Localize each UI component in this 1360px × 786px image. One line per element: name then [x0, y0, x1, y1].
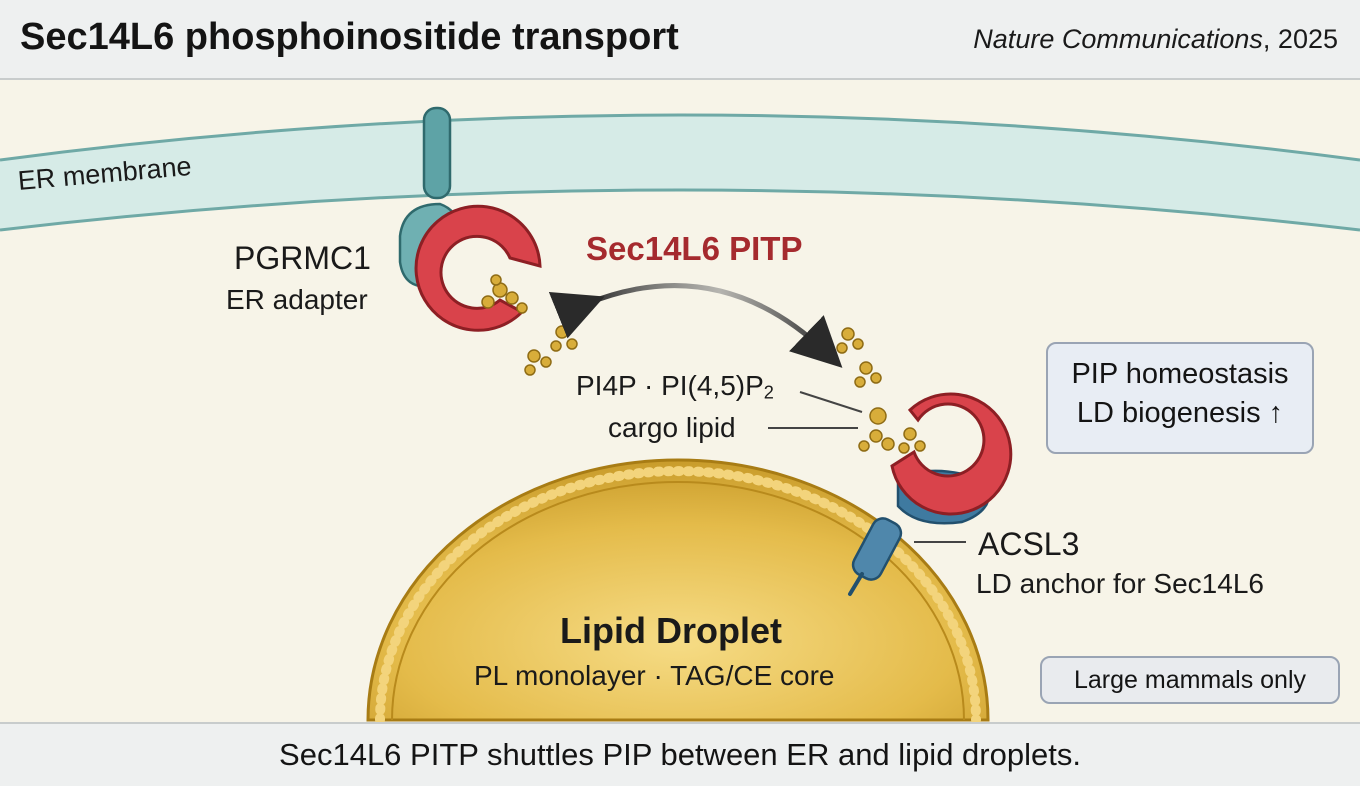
lipid-droplet: [366, 458, 990, 725]
cargo-species-label: PI4P · PI(4,5)P2: [576, 370, 774, 404]
sec14l6-pitp-er: [414, 204, 542, 332]
sec14l6-pitp-ld: [890, 392, 1013, 516]
shuttle-arrow: [548, 283, 843, 368]
pgrmc1-label: PGRMC1: [234, 240, 371, 276]
lipid-droplet-subtitle: PL monolayer · TAG/CE core: [474, 660, 835, 691]
outcome-box: PIP homeostasis LD biogenesis ↑: [1046, 342, 1314, 454]
er-membrane-outer-edge: [0, 113, 1360, 162]
publication-year: , 2025: [1262, 24, 1338, 54]
figure-title: Sec14L6 phosphoinositide transport: [20, 16, 679, 58]
cargo-species-text: PI4P · PI(4,5)P: [576, 370, 764, 401]
outcome-line-1: PIP homeostasis: [1071, 358, 1289, 390]
citation: Nature Communications, 2025: [973, 24, 1338, 55]
lipid-droplet-title: Lipid Droplet: [560, 610, 782, 651]
acsl3-label: ACSL3: [978, 526, 1080, 562]
cargo-species-subscript: 2: [763, 382, 774, 403]
cargo-role-label: cargo lipid: [608, 412, 736, 443]
journal-name: Nature Communications: [973, 24, 1263, 54]
footer-caption: Sec14L6 PITP shuttles PIP between ER and…: [0, 722, 1360, 786]
pgrmc1-role-label: ER adapter: [226, 284, 368, 315]
outcome-line-2: LD biogenesis ↑: [1076, 397, 1284, 429]
er-membrane-inner-edge: [0, 188, 1360, 232]
cargo-species-leader: [799, 391, 863, 413]
header: Sec14L6 phosphoinositide transport Natur…: [0, 0, 1360, 80]
note-box: Large mammals only: [1040, 656, 1340, 704]
sec14l6-pitp-label: Sec14L6 PITP: [586, 230, 803, 267]
acsl3-role-label: LD anchor for Sec14L6: [976, 568, 1264, 599]
er-membrane-band: [0, 115, 1360, 230]
